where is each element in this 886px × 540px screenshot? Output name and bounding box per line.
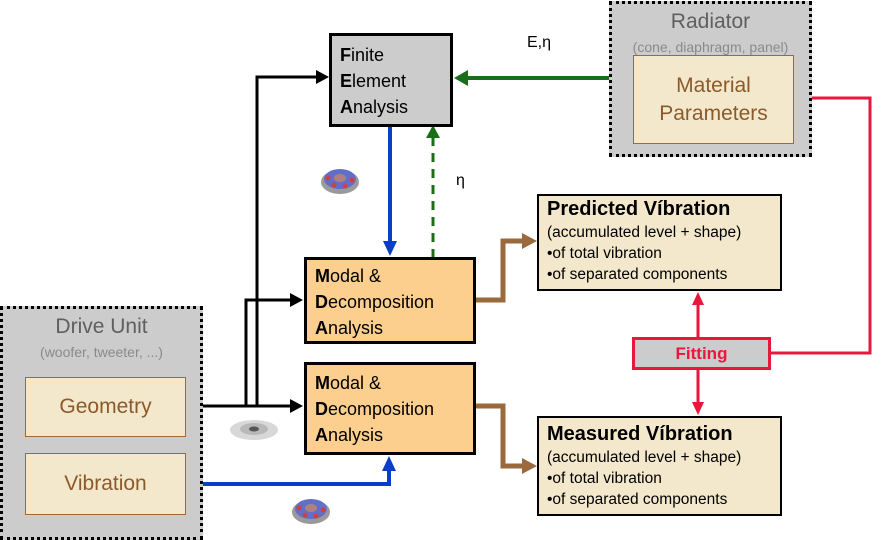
arrow-geometry-to-modal-top: [244, 298, 290, 406]
arrowhead-measured: [522, 458, 537, 474]
arrow-vibration-to-modal-bottom: [186, 470, 391, 486]
arrow-modal-top-to-predicted: [476, 238, 522, 303]
edge-label-eta: η: [456, 172, 465, 189]
measured-vibration-box[interactable]: Measured Víbration (accumulated level + …: [537, 416, 782, 516]
predicted-title: Predicted Víbration: [547, 198, 731, 220]
arrowhead-fea-dashed: [426, 125, 440, 138]
material-parameters-line1: Material: [676, 73, 751, 97]
material-parameters-line2: Parameters: [659, 101, 768, 125]
modal-decomposition-top-box[interactable]: Modal & Decomposition Analysis: [304, 257, 476, 344]
radiator-title: Radiator: [670, 10, 751, 33]
modal-top-line-1: Modal &: [315, 266, 382, 286]
modal-top-line-3: Analysis: [315, 318, 384, 338]
arrowhead-modal-bottom: [290, 399, 303, 413]
fitting-box[interactable]: Fitting: [632, 337, 771, 370]
arrow-geometry-to-fea: [255, 75, 316, 406]
predicted-line-1: (accumulated level + shape): [547, 224, 742, 241]
fitting-label: Fitting: [675, 344, 728, 363]
vibration-label: Vibration: [64, 472, 147, 495]
edge-label-e-eta: E,η: [527, 34, 552, 51]
measured-line-1: (accumulated level + shape): [547, 449, 742, 466]
modal-bottom-line-3: Analysis: [315, 425, 384, 445]
arrowhead-modal-top-blue: [383, 241, 397, 256]
modal-bottom-line-2: Decomposition: [315, 399, 435, 419]
modal-decomposition-bottom-box[interactable]: Modal & Decomposition Analysis: [304, 362, 476, 455]
arrowhead-modal-bottom-blue: [382, 456, 396, 471]
speaker-mode-icon-bottom: [292, 499, 330, 524]
modal-bottom-line-1: Modal &: [315, 373, 382, 393]
speaker-geometry-icon: [230, 420, 278, 440]
predicted-line-2: •of total vibration: [547, 245, 662, 262]
measured-title: Measured Víbration: [547, 423, 733, 445]
drive-unit-subtitle: (woofer, tweeter, ...): [40, 344, 163, 360]
arrowhead-modal-top: [290, 293, 303, 307]
measured-line-2: •of total vibration: [547, 470, 662, 487]
finite-element-analysis-box[interactable]: Finite Element Analysis: [329, 33, 453, 127]
arrowhead-predicted: [522, 233, 537, 249]
drive-unit-title: Drive Unit: [55, 315, 148, 338]
arrowhead-predicted-red: [692, 292, 704, 305]
modal-top-line-2: Decomposition: [315, 292, 435, 312]
radiator-subtitle: (cone, diaphragm, panel): [632, 39, 789, 55]
fea-line-1: Finite: [340, 45, 385, 65]
arrowhead-fea: [316, 70, 329, 84]
arrowhead-fea-green: [454, 70, 468, 86]
fea-line-3: Analysis: [340, 97, 409, 117]
predicted-vibration-box[interactable]: Predicted Víbration (accumulated level +…: [537, 194, 782, 291]
vibration-box[interactable]: Vibration: [25, 453, 186, 515]
geometry-box[interactable]: Geometry: [25, 377, 186, 437]
measured-line-3: •of separated components: [547, 491, 728, 508]
geometry-label: Geometry: [59, 395, 152, 418]
material-parameters-box[interactable]: Material Parameters: [633, 55, 794, 144]
speaker-mode-icon-top: [321, 169, 359, 194]
fea-line-2: Element: [340, 71, 407, 91]
arrowhead-measured-red: [692, 402, 704, 415]
arrow-modal-bottom-to-measured: [476, 403, 522, 469]
predicted-line-3: •of separated components: [547, 266, 728, 283]
arrow-fitting-to-material: [770, 96, 872, 355]
